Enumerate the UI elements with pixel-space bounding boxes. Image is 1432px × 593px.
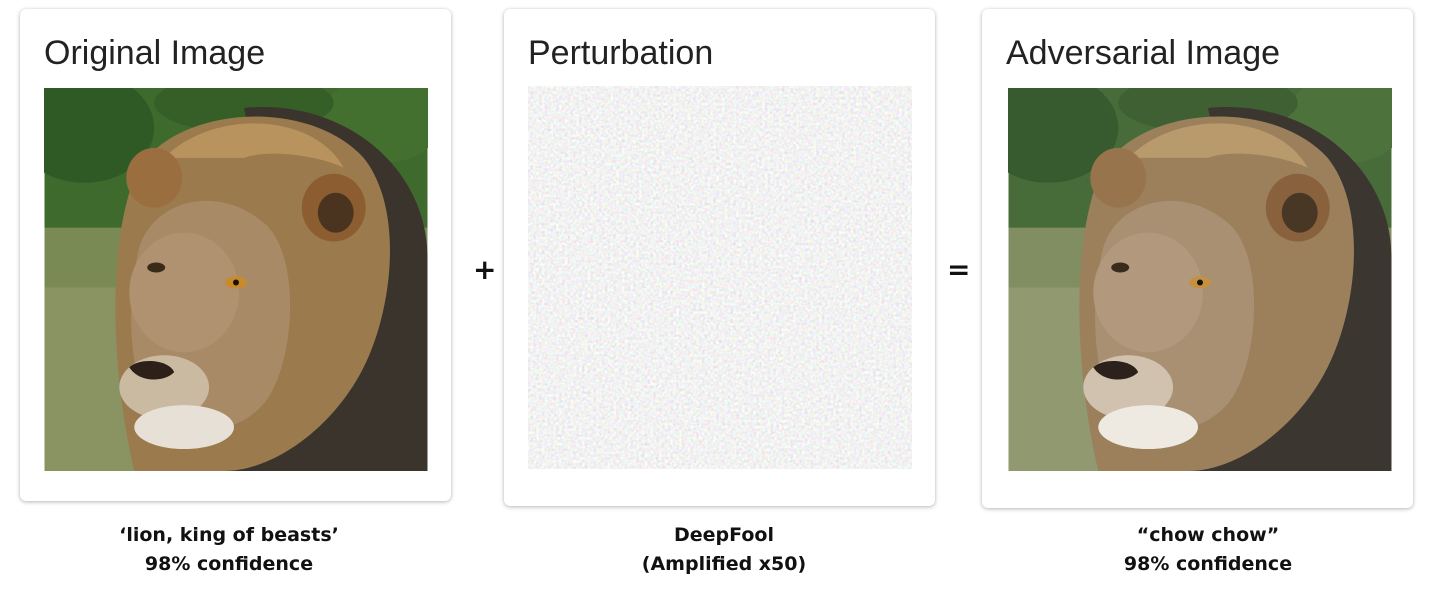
plus-operator: +	[473, 253, 497, 286]
adversarial-lion-image	[1008, 88, 1392, 471]
original-label: ‘lion, king of beasts’	[119, 524, 339, 546]
equals-operator: =	[947, 253, 971, 286]
perturbation-method: DeepFool	[674, 524, 774, 546]
adversarial-image-card: Adversarial Image	[982, 9, 1413, 508]
perturbation-card: Perturbation	[504, 9, 935, 506]
adversarial-caption: “chow chow” 98% confidence	[982, 521, 1432, 579]
perturbation-title: Perturbation	[528, 34, 714, 72]
original-image-card: Original Image	[20, 9, 451, 501]
perturbation-noise-image	[528, 86, 912, 469]
adversarial-confidence: 98% confidence	[1123, 553, 1293, 575]
original-image-title: Original Image	[44, 34, 266, 72]
original-confidence: 98% confidence	[144, 553, 314, 575]
perturbation-caption: DeepFool (Amplified x50)	[504, 521, 944, 579]
original-lion-image	[44, 88, 428, 471]
adversarial-label: “chow chow”	[1136, 524, 1280, 546]
perturbation-note: (Amplified x50)	[641, 553, 807, 575]
adversarial-image-title: Adversarial Image	[1006, 34, 1281, 72]
original-caption: ‘lion, king of beasts’ 98% confidence	[20, 521, 438, 579]
